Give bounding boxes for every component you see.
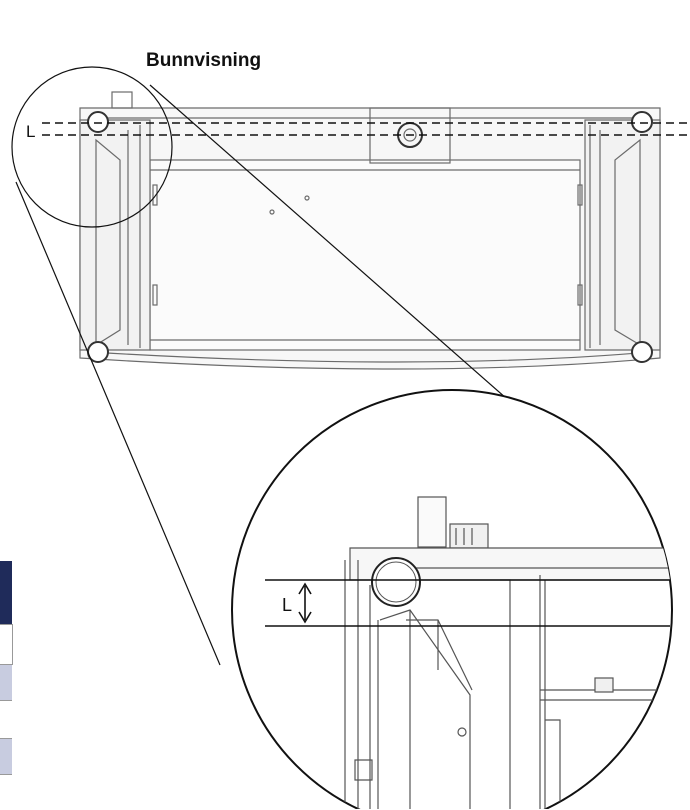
dimension-dashed-lines bbox=[42, 122, 690, 136]
table-fragment-row bbox=[0, 700, 12, 739]
detail-roller bbox=[371, 557, 421, 607]
table-fragment-row bbox=[0, 664, 12, 701]
frame-overview bbox=[79, 91, 661, 370]
double-arrow-icon bbox=[298, 582, 312, 624]
dimension-label-detail: L bbox=[282, 595, 292, 615]
table-fragment-row bbox=[0, 738, 12, 775]
table-fragment-row bbox=[0, 624, 13, 665]
table-fragment-row bbox=[0, 774, 12, 810]
detail-dimension-lines bbox=[265, 579, 670, 627]
table-fragment-header bbox=[0, 561, 12, 624]
detail-circle bbox=[231, 389, 673, 809]
magnifier-circle bbox=[11, 66, 173, 228]
diagram-title: Bunnvisning bbox=[146, 50, 262, 71]
detail-drawing bbox=[344, 496, 672, 809]
dimension-label-top: L bbox=[26, 122, 35, 141]
connector-lines bbox=[15, 84, 541, 666]
corner-roller bbox=[87, 111, 653, 363]
